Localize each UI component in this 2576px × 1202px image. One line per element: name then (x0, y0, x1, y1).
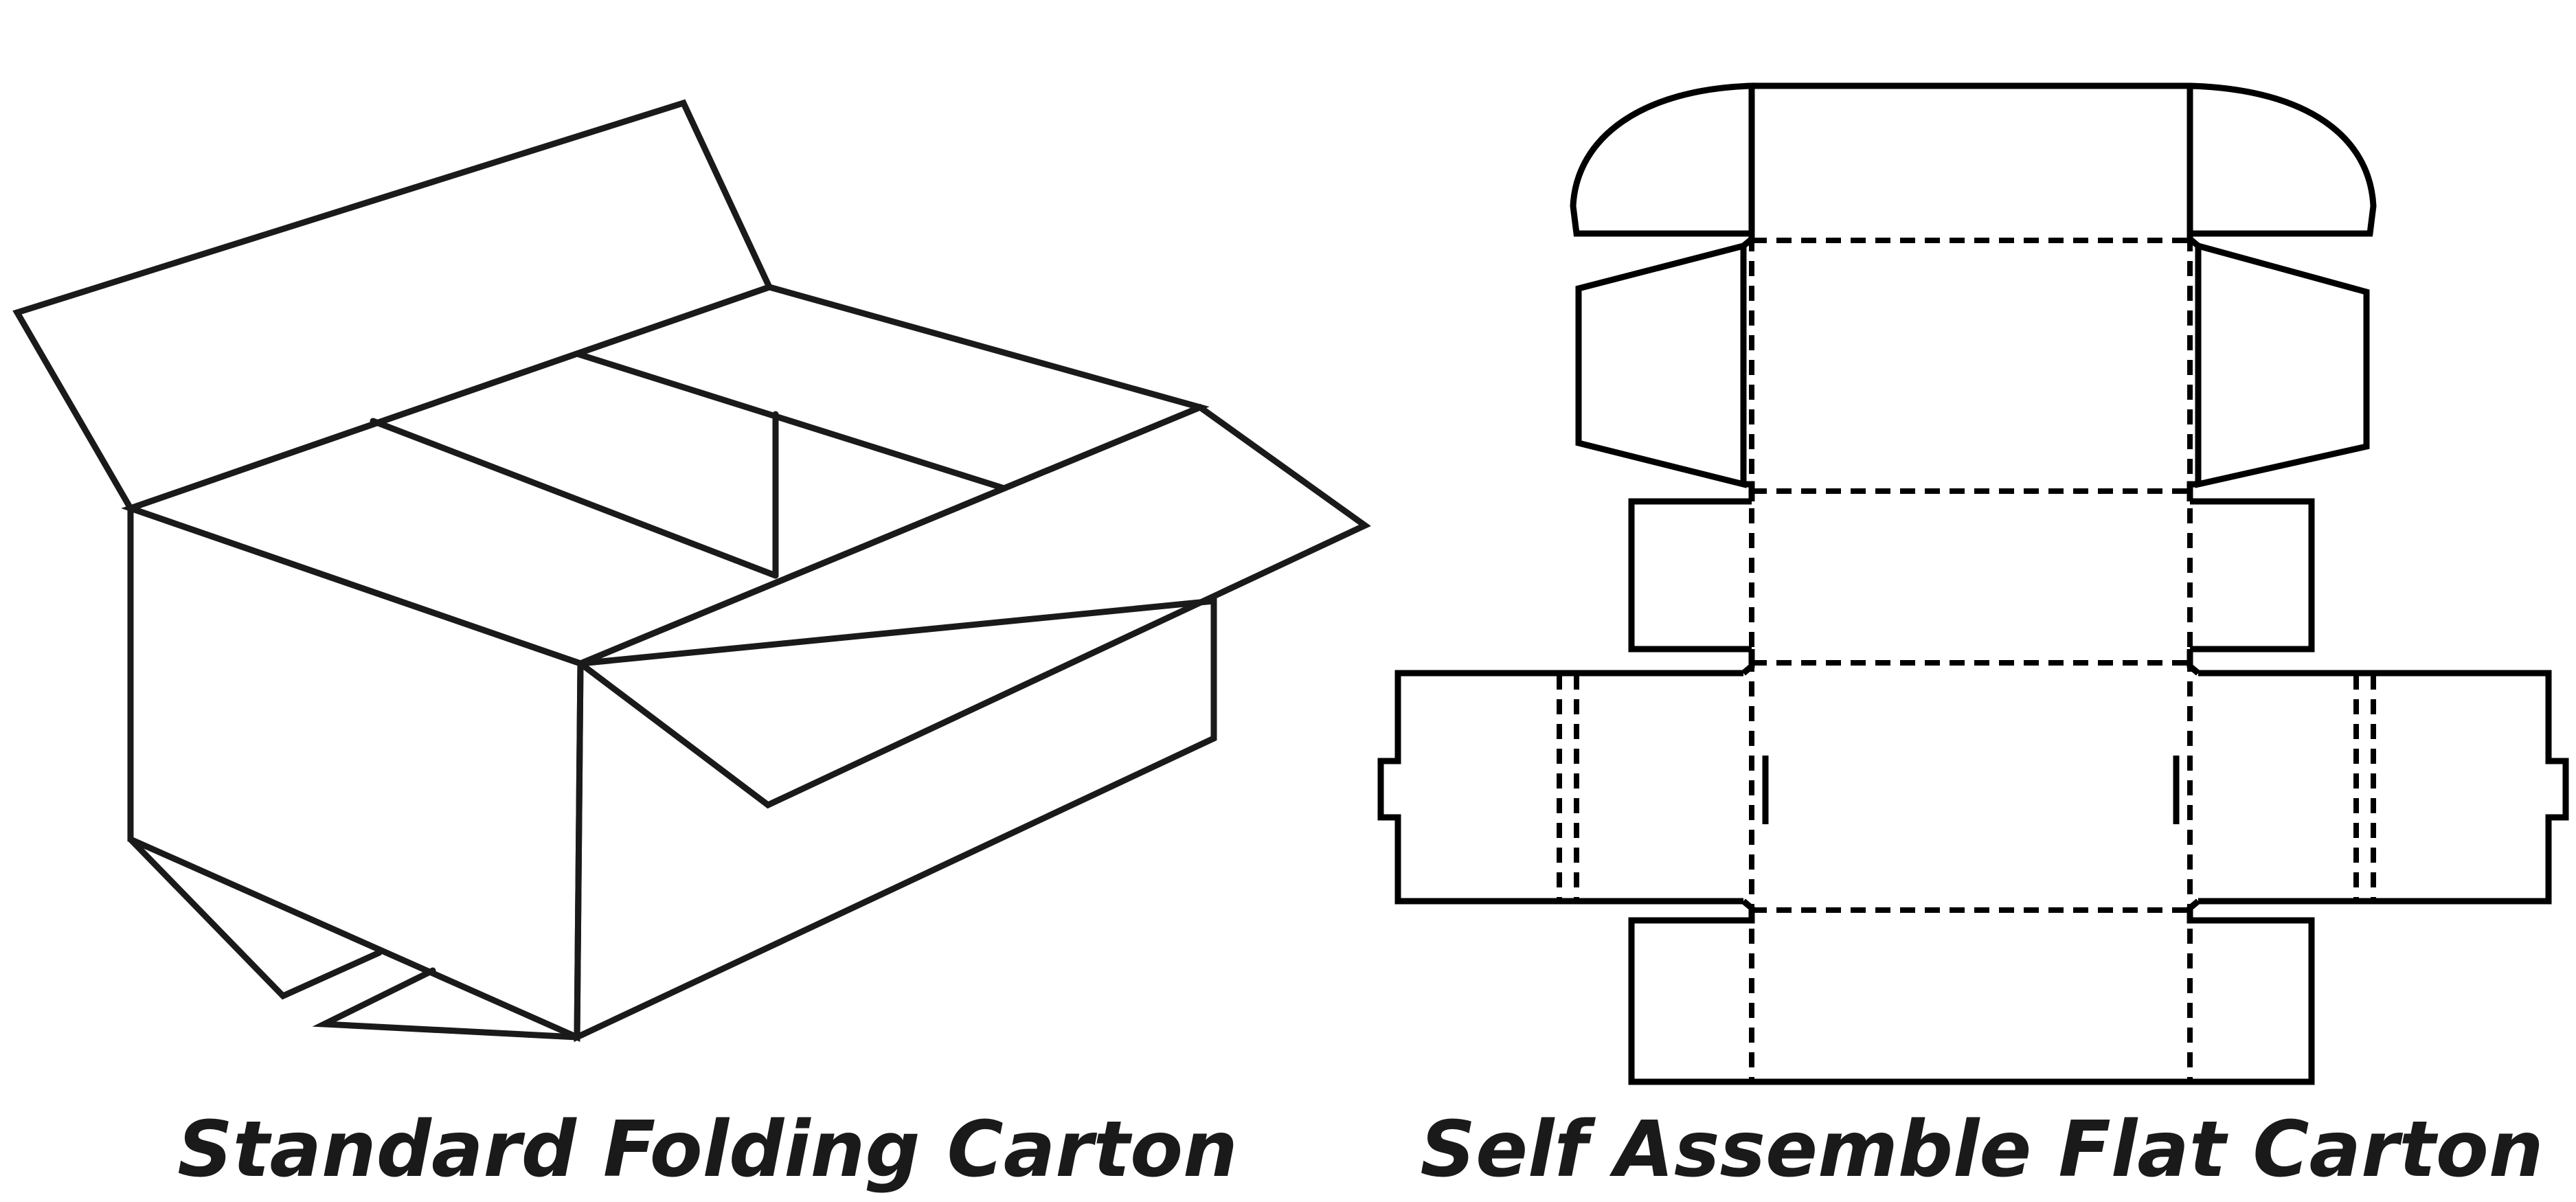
front-right-wall (574, 598, 1217, 1043)
standard-folding-carton-illustration (12, 99, 1371, 1043)
bottom-flap-left (127, 836, 383, 1000)
bottom-panel (1628, 917, 2315, 1085)
back-left-flap (12, 99, 774, 512)
bottom-flap-right (312, 967, 580, 1041)
caption-self-assemble-flat-carton: Self Assemble Flat Carton (1420, 1105, 2543, 1194)
caption-standard-folding-carton: Standard Folding Carton (177, 1105, 1238, 1194)
self-assemble-flat-carton-illustration (1377, 82, 2569, 1085)
right-flap (574, 403, 1371, 809)
right-side-panel (2198, 670, 2569, 905)
left-side-panel (1377, 670, 1743, 905)
upper-left-tuck-flap (1575, 242, 1747, 488)
middle-right-flap (2190, 498, 2315, 653)
middle-left-flap (1628, 498, 1752, 653)
upper-right-tuck-flap (2195, 242, 2370, 488)
inner-crease-right (576, 351, 1008, 492)
front-left-wall (127, 503, 584, 1042)
inner-crease-left (370, 418, 779, 579)
top-lid-panel (1570, 82, 2377, 237)
